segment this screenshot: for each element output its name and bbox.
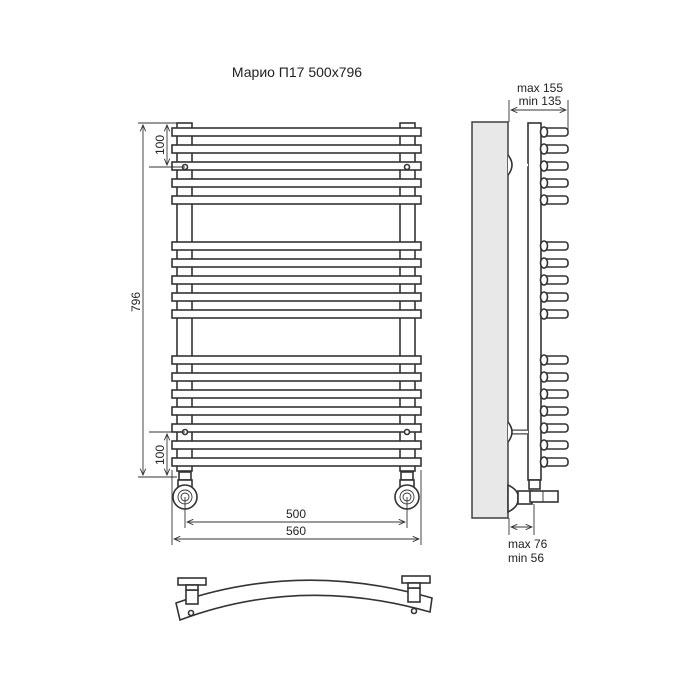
- bar-stub-end: [539, 194, 549, 206]
- bar-stub-end: [539, 291, 549, 303]
- wall: [471, 121, 509, 519]
- bar-stub-end: [539, 354, 549, 366]
- curved-rail: [175, 579, 433, 622]
- mount-point: [403, 163, 411, 171]
- bar-stub-end: [539, 388, 549, 400]
- rail-bar: [171, 144, 422, 154]
- left-bracket: [177, 577, 207, 605]
- rail-bar: [171, 457, 422, 467]
- rail-bar: [171, 195, 422, 205]
- bar-stub-end: [539, 126, 549, 138]
- bar-stub-end: [539, 422, 549, 434]
- rail-bar: [171, 127, 422, 137]
- bar-stub-end: [539, 160, 549, 172]
- bar-stub-end: [539, 177, 549, 189]
- bar-stub-end: [539, 257, 549, 269]
- side-view: max 155 min 135 max 76 min 56: [471, 81, 569, 565]
- total-width-label: 560: [286, 524, 306, 538]
- rail-bars: [171, 127, 422, 467]
- top-offset-label: 100: [153, 135, 167, 155]
- rail-bar: [171, 309, 422, 319]
- bar-stub-end: [539, 240, 549, 252]
- rail-bar: [171, 258, 422, 268]
- wall-max-label: max 76: [508, 537, 548, 551]
- rail-bar: [171, 241, 422, 251]
- drawing-title: Марио П17 500x796: [232, 64, 362, 80]
- rail-bar: [171, 372, 422, 382]
- axis-width-label: 500: [286, 507, 306, 521]
- rail-bar: [171, 423, 422, 433]
- side-pipe: [527, 122, 542, 481]
- rail-bar: [171, 389, 422, 399]
- bar-stub-end: [539, 456, 549, 468]
- mount-point: [403, 428, 411, 436]
- bar-stub-end: [539, 371, 549, 383]
- bar-stubs: [539, 126, 569, 468]
- rail-bar: [171, 161, 422, 171]
- depth-min-label: min 135: [519, 94, 562, 108]
- side-valve: [507, 479, 559, 514]
- depth-max-label: max 155: [517, 81, 563, 95]
- bar-stub-end: [539, 143, 549, 155]
- bar-stub-end: [539, 439, 549, 451]
- bar-stub-end: [539, 405, 549, 417]
- rail-bar: [171, 292, 422, 302]
- height-label: 796: [129, 292, 143, 312]
- front-view: 796 100 100 500 560: [129, 122, 422, 545]
- top-view: [175, 575, 433, 622]
- rail-bar: [171, 275, 422, 285]
- bar-stub-end: [539, 308, 549, 320]
- bottom-offset-label: 100: [153, 445, 167, 465]
- rail-bar: [171, 440, 422, 450]
- rail-bar: [171, 406, 422, 416]
- rail-bar: [171, 355, 422, 365]
- wall-min-label: min 56: [508, 551, 544, 565]
- right-bracket: [401, 575, 431, 603]
- bar-stub-end: [539, 274, 549, 286]
- rail-bar: [171, 178, 422, 188]
